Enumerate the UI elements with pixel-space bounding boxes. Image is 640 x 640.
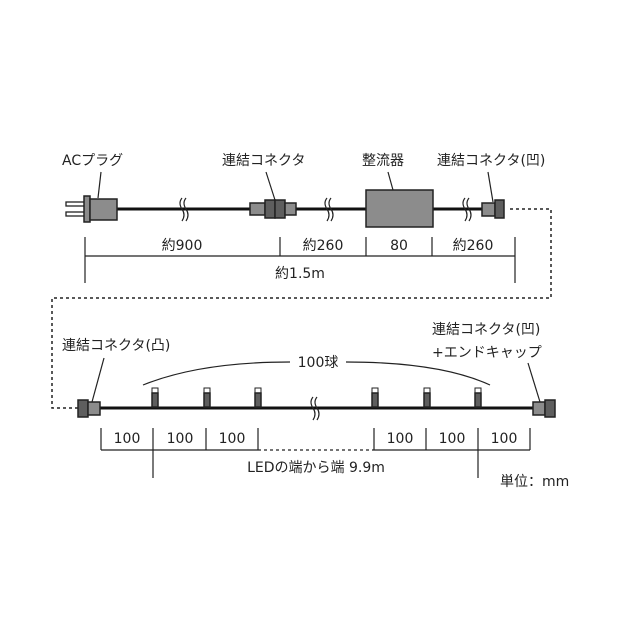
bulb-count-arc [142, 361, 491, 386]
break-mark [310, 396, 320, 421]
connector-male [77, 399, 101, 418]
dim-seg2: 約260 [303, 238, 344, 254]
label-ac-plug: ACプラグ [62, 153, 123, 169]
top-dimensions: 約900 約260 80 約260 約1.5m [84, 237, 516, 283]
label-connector: 連結コネクタ [222, 153, 305, 169]
dim-seg3: 80 [390, 238, 408, 254]
spacing-3: 100 [219, 431, 246, 447]
label-connector-male: 連結コネクタ(凸) [62, 338, 170, 354]
spacing-2: 100 [167, 431, 194, 447]
spacing-6: 100 [491, 431, 518, 447]
spacing-5: 100 [439, 431, 466, 447]
dim-seg1: 約900 [162, 238, 203, 254]
label-rectifier: 整流器 [362, 153, 404, 169]
label-connector-female-1: 連結コネクタ(凹) [432, 322, 540, 338]
unit-label: 単位：mm [500, 474, 569, 490]
label-bulbs: 100球 [298, 355, 339, 371]
total-length: LEDの端から端 9.9m [247, 460, 385, 476]
dim-seg4: 約260 [453, 238, 494, 254]
connector-1 [249, 199, 297, 219]
label-connector-female-2: +エンドキャップ [432, 345, 542, 361]
connector-female-end [532, 399, 556, 418]
label-connector-female: 連結コネクタ(凹) [437, 153, 545, 169]
led-bulbs [151, 387, 482, 408]
top-row: ACプラグ 連結コネクタ 整流器 連結コネクタ(凹) 約900 約260 80 … [62, 153, 545, 283]
rectifier [365, 189, 434, 228]
spacing-1: 100 [114, 431, 141, 447]
bottom-row: 100球 連結コネクタ(凸) 連結コネクタ(凹) +エンドキャップ 100 10… [62, 322, 569, 490]
continuation-line [51, 208, 552, 409]
break-marks [179, 197, 472, 222]
spacing-4: 100 [387, 431, 414, 447]
connector-female-top [481, 199, 505, 219]
dim-total: 約1.5m [275, 266, 325, 282]
bottom-dimensions: 100 100 100 100 100 100 LEDの端から端 9.9m [100, 428, 531, 478]
ac-plug [65, 195, 118, 223]
